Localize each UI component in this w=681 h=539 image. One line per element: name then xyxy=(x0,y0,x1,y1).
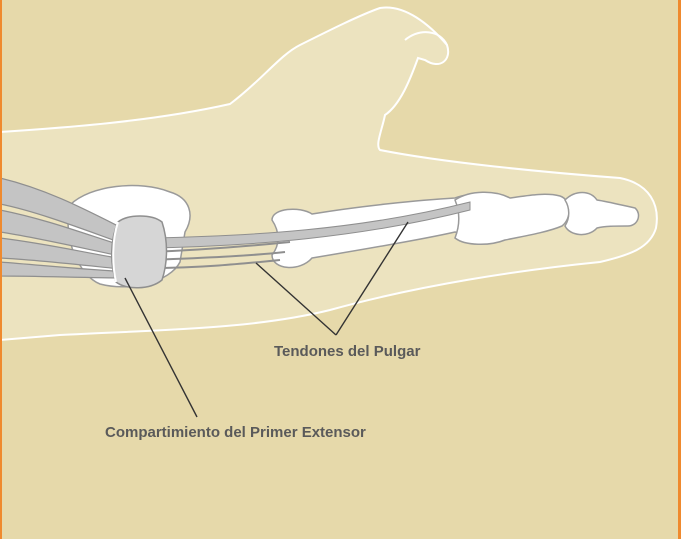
label-thumb-tendons: Tendones del Pulgar xyxy=(274,343,420,360)
label-first-extensor-compartment: Compartimiento del Primer Extensor xyxy=(105,424,366,441)
first-extensor-compartment xyxy=(112,216,167,288)
